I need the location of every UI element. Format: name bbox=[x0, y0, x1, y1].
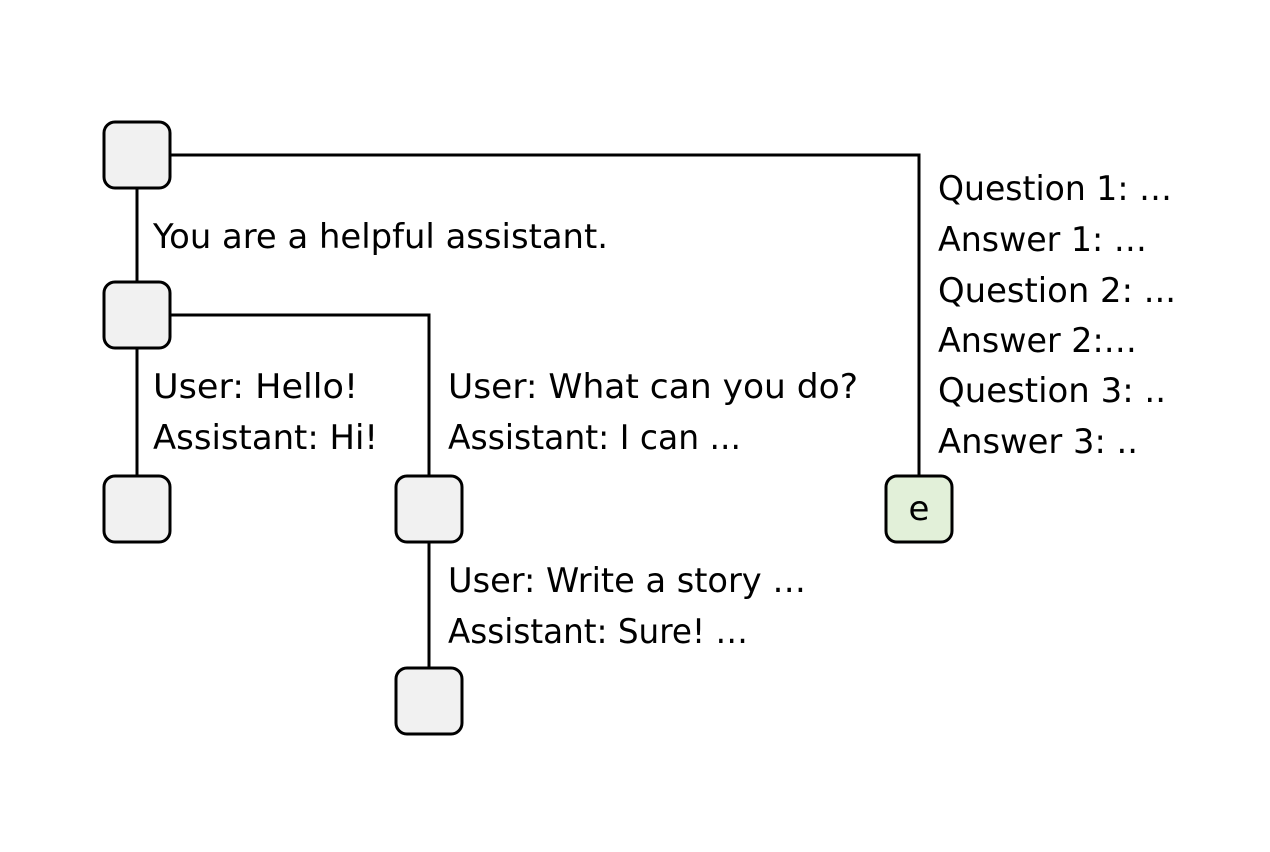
edge-label-qa-line-3: Question 2: ... bbox=[938, 271, 1176, 311]
edge-label-qa-line-2: Answer 1: … bbox=[938, 220, 1147, 260]
node-root bbox=[102, 120, 172, 190]
node-chat-b-child bbox=[394, 666, 464, 736]
node-system bbox=[102, 280, 172, 350]
edge-root-e bbox=[170, 153, 921, 476]
edge-label-story-assistant: Assistant: Sure! … bbox=[448, 612, 748, 652]
edge-system-chat-b bbox=[170, 313, 431, 476]
edge-label-system-prompt: You are a helpful assistant. bbox=[152, 217, 608, 257]
node-chat-b bbox=[394, 474, 464, 544]
edge-label-story-user: User: Write a story … bbox=[448, 561, 806, 601]
edge-label-qa-line-5: Question 3: .. bbox=[938, 371, 1166, 411]
edge-label-chat-b-assistant: Assistant: I can ... bbox=[448, 418, 741, 458]
edge-label-qa-line-1: Question 1: … bbox=[938, 169, 1172, 209]
node-chat-a bbox=[102, 474, 172, 544]
edge-label-chat-a-user: User: Hello! bbox=[153, 367, 358, 407]
node-e-label: e bbox=[909, 489, 930, 529]
edge-label-qa-line-6: Answer 3: .. bbox=[938, 422, 1138, 462]
edge-label-chat-a-assistant: Assistant: Hi! bbox=[153, 418, 378, 458]
node-e bbox=[884, 474, 954, 544]
edge-label-qa-line-4: Answer 2:… bbox=[938, 321, 1137, 361]
edge-label-chat-b-user: User: What can you do? bbox=[448, 367, 858, 407]
